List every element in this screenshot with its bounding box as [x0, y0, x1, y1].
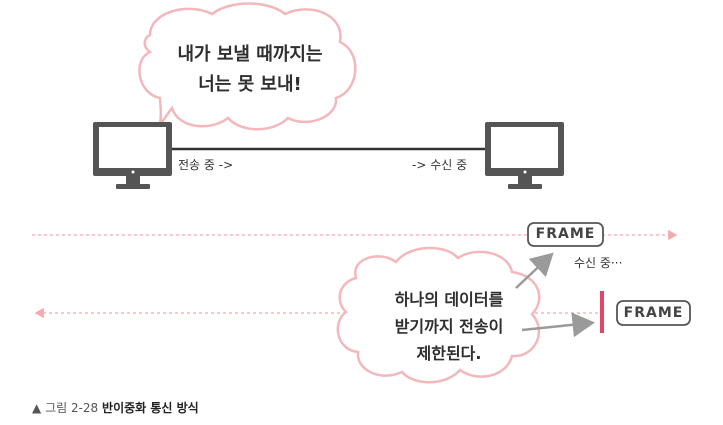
- arrow-to-block-bar: [521, 312, 595, 338]
- right-monitor-icon: [485, 122, 564, 189]
- note-cloud-line-1: 하나의 데이터를: [394, 290, 504, 309]
- left-monitor-icon: [93, 122, 172, 189]
- speech-cloud-line-1: 내가 보낼 때까지는: [177, 44, 323, 65]
- figure-caption: ▲ 그림 2-28 반이중화 통신 방식: [32, 399, 199, 416]
- caption-marker: ▲: [32, 401, 42, 415]
- block-bar: [600, 291, 604, 333]
- receiver-label: -> 수신 중: [412, 158, 468, 172]
- forward-frame-box: [527, 222, 604, 247]
- sender-label: 전송 중 ->: [178, 158, 234, 172]
- note-cloud-line-3: 제한된다.: [416, 344, 482, 363]
- backward-frame-box: [616, 300, 691, 326]
- speech-cloud-line-2: 너는 못 보내!: [198, 74, 302, 95]
- forward-frame-label: FRAME: [535, 226, 596, 242]
- note-cloud: [336, 246, 541, 384]
- note-cloud-text: 하나의 데이터를 받기까지 전송이 제한된다.: [364, 286, 534, 367]
- note-cloud-line-2: 받기까지 전송이: [394, 317, 504, 336]
- caption-title: 반이중화 통신 방식: [102, 401, 199, 415]
- caption-number: 그림 2-28: [45, 401, 99, 415]
- speech-cloud: [138, 2, 357, 131]
- arrow-to-forward-frame: [515, 252, 554, 289]
- backward-frame-label: FRAME: [623, 305, 684, 321]
- forward-status-label: 수신 중···: [574, 256, 623, 270]
- speech-cloud-text: 내가 보낼 때까지는 너는 못 보내!: [160, 40, 340, 100]
